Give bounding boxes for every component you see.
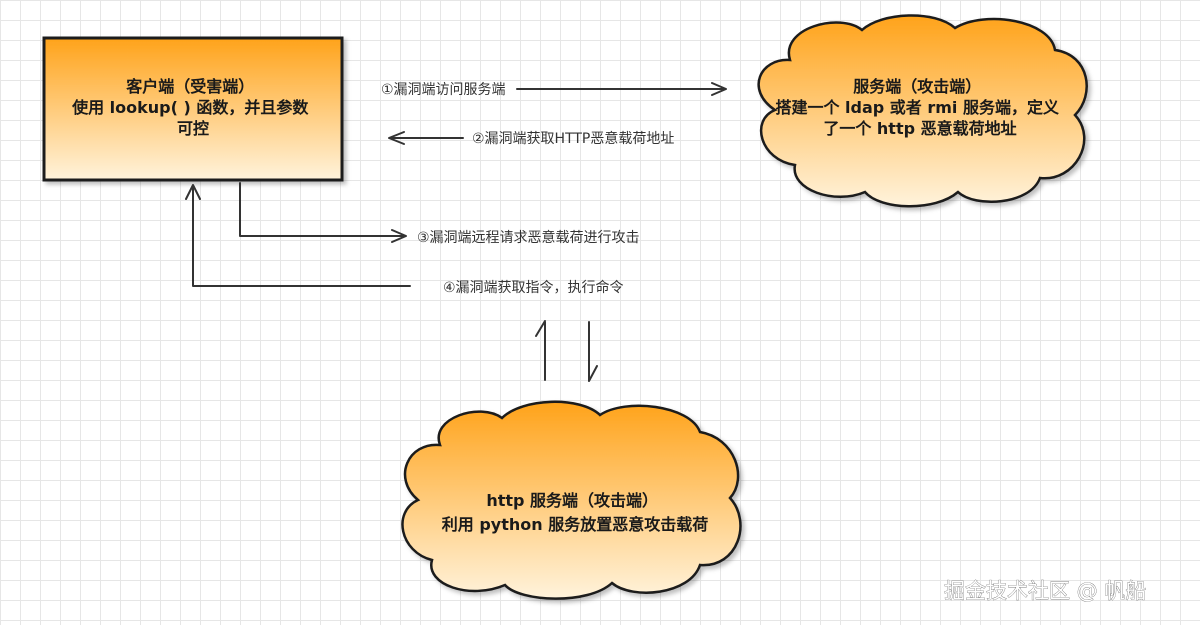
edge-step-2: ②漏洞端获取HTTP恶意载荷地址 [388,130,674,147]
client-label: 客户端（受害端） 使用 lookup( ) 函数，并且参数 可控 [71,77,314,138]
server-node: 服务端（攻击端） 搭建一个 ldap 或者 rmi 服务端，定义 了一个 htt… [757,14,1088,208]
server-label-line-1: 服务端（攻击端） [853,77,981,96]
client-label-line-1: 客户端（受害端） [126,77,254,96]
edge-step-4: ④漏洞端获取指令，执行命令 [185,184,624,296]
server-label-line-2: 搭建一个 ldap 或者 rmi 服务端，定义 [775,98,1059,117]
edge-step-1-label: ①漏洞端访问服务端 [381,82,506,98]
server-cloud [757,14,1088,208]
client-node: 客户端（受害端） 使用 lookup( ) 函数，并且参数 可控 [42,36,344,182]
edge-step-3-label: ③漏洞端远程请求恶意载荷进行攻击 [417,229,640,246]
http-server-label-line-1: http 服务端（攻击端） [486,491,658,510]
edge-step-4-line [185,184,411,287]
edge-step-4-label: ④漏洞端获取指令，执行命令 [443,279,624,296]
edge-step-2-line [388,131,464,145]
client-label-line-2: 使用 lookup( ) 函数，并且参数 [71,98,309,117]
edge-step-3-line [239,182,407,243]
edge-http-exchange [535,320,598,382]
server-label: 服务端（攻击端） 搭建一个 ldap 或者 rmi 服务端，定义 了一个 htt… [775,77,1064,138]
http-server-label: http 服务端（攻击端） 利用 python 服务放置恶意攻击载荷 [442,491,708,534]
arrow-down [588,321,598,382]
http-server-cloud [401,400,742,600]
edge-step-1: ①漏洞端访问服务端 [381,82,727,98]
client-label-line-3: 可控 [177,119,209,138]
http-server-node: http 服务端（攻击端） 利用 python 服务放置恶意攻击载荷 [401,400,742,600]
watermark-text: 掘金技术社区 @ 帆船 [944,579,1146,603]
arrow-up [535,320,546,381]
edge-step-1-line [516,82,727,96]
edge-step-2-label: ②漏洞端获取HTTP恶意载荷地址 [472,130,674,147]
server-label-line-3: 了一个 http 恶意载荷地址 [823,119,1016,138]
edge-step-3: ③漏洞端远程请求恶意载荷进行攻击 [239,182,640,246]
http-server-label-line-2: 利用 python 服务放置恶意攻击载荷 [442,515,708,534]
client-box [42,36,344,182]
